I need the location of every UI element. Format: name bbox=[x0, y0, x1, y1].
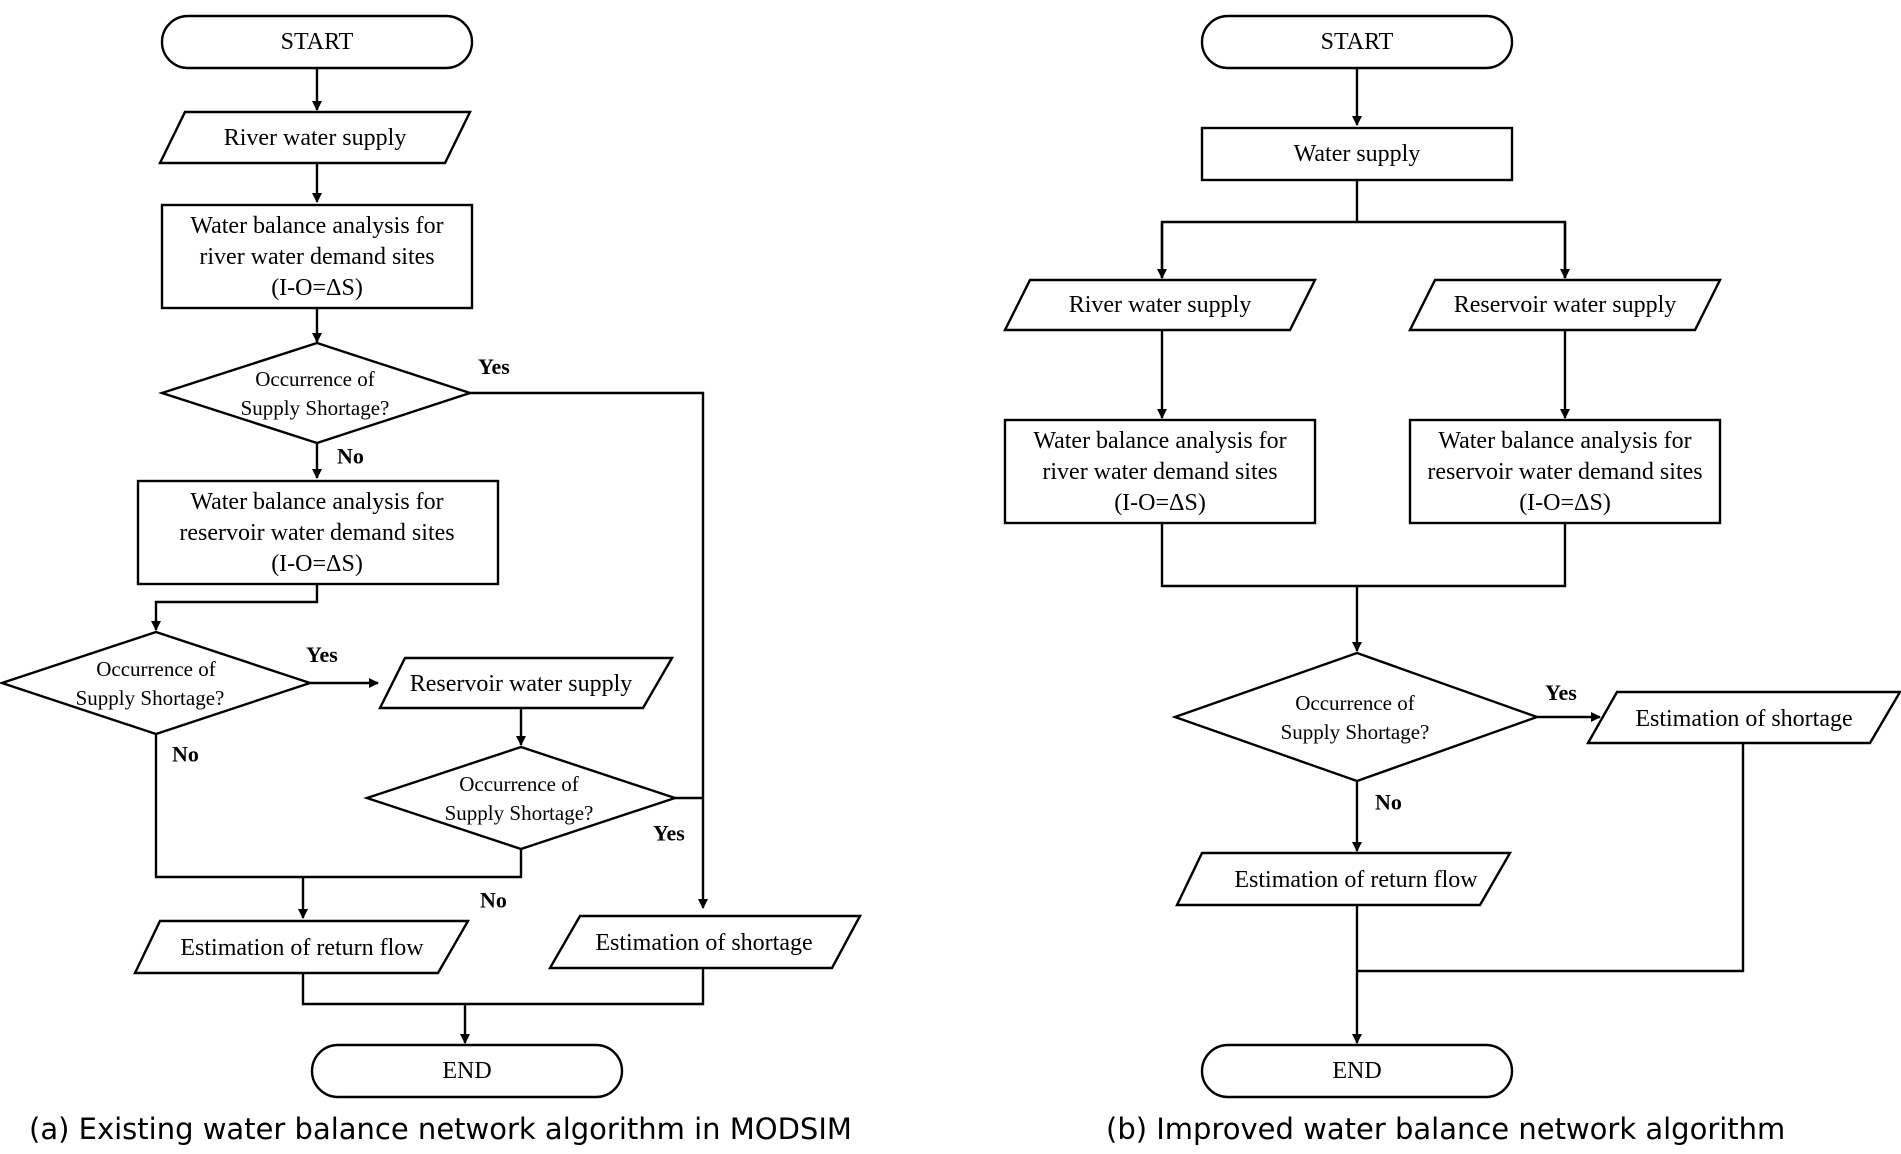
left-res-supply-node: Reservoir water supply bbox=[378, 656, 675, 710]
right-wb-res-line3: (I-O=ΔS) bbox=[1519, 490, 1611, 516]
right-wb-river-line3: (I-O=ΔS) bbox=[1114, 490, 1206, 516]
left-decision-2-no: No bbox=[172, 742, 199, 767]
right-wb-river-line1: Water balance analysis for bbox=[1033, 428, 1286, 454]
left-decision-3-line2: Supply Shortage? bbox=[445, 801, 594, 825]
right-decision-yes: Yes bbox=[1545, 680, 1577, 705]
right-wb-river-line2: river water demand sites bbox=[1042, 459, 1277, 485]
left-decision-3: Occurrence of Supply Shortage? bbox=[363, 745, 679, 851]
left-wb-res-line3: (I-O=ΔS) bbox=[271, 551, 363, 577]
right-decision: Occurrence of Supply Shortage? bbox=[1171, 651, 1541, 783]
left-yes-path-to-shortage bbox=[470, 391, 708, 909]
left-decision-1: Occurrence of Supply Shortage? bbox=[158, 341, 474, 445]
left-res-supply-label: Reservoir water supply bbox=[410, 671, 633, 697]
right-merge-bar bbox=[1160, 523, 1567, 588]
right-wb-res-line2: reservoir water demand sites bbox=[1427, 459, 1702, 485]
right-return-flow-label: Estimation of return flow bbox=[1234, 867, 1478, 893]
right-river-supply-node: River water supply bbox=[1003, 278, 1317, 332]
left-decision-1-no: No bbox=[337, 444, 364, 469]
left-wb-river-line1: Water balance analysis for bbox=[190, 213, 443, 239]
left-end-label: END bbox=[442, 1058, 491, 1084]
right-water-supply-label: Water supply bbox=[1294, 141, 1421, 167]
left-decision-2-yes: Yes bbox=[306, 642, 338, 667]
right-caption: (b) Improved water balance network algor… bbox=[1106, 1112, 1785, 1146]
left-caption: (a) Existing water balance network algor… bbox=[29, 1112, 852, 1146]
left-decision-1-yes: Yes bbox=[478, 354, 510, 379]
left-wb-res-line1: Water balance analysis for bbox=[190, 489, 443, 515]
left-river-supply-node: River water supply bbox=[158, 110, 472, 165]
right-wb-res-line1: Water balance analysis for bbox=[1438, 428, 1691, 454]
right-river-supply-label: River water supply bbox=[1069, 292, 1252, 318]
left-shortage-label: Estimation of shortage bbox=[595, 930, 812, 956]
left-shortage-node: Estimation of shortage bbox=[547, 914, 863, 970]
left-return-flow-node: Estimation of return flow bbox=[133, 919, 471, 975]
left-decision-2-line1: Occurrence of bbox=[96, 657, 216, 681]
right-water-supply-node: Water supply bbox=[1200, 126, 1514, 182]
right-start-node: START bbox=[1200, 14, 1514, 70]
right-split-bar bbox=[1160, 220, 1567, 278]
left-decision-3-yes: Yes bbox=[653, 821, 685, 846]
left-arrow-5 bbox=[151, 584, 319, 631]
left-decision-3-no: No bbox=[480, 888, 507, 913]
right-res-supply-node: Reservoir water supply bbox=[1408, 278, 1722, 332]
right-decision-line2: Supply Shortage? bbox=[1281, 720, 1430, 744]
right-res-supply-label: Reservoir water supply bbox=[1454, 292, 1677, 318]
right-shortage-join bbox=[1357, 743, 1745, 973]
flowchart-improved: START Water supply River water supply Re… bbox=[1003, 14, 1901, 1146]
right-shortage-node: Estimation of shortage bbox=[1585, 690, 1901, 745]
left-start-node: START bbox=[160, 14, 474, 70]
right-decision-no: No bbox=[1375, 790, 1402, 815]
right-end-node: END bbox=[1200, 1043, 1514, 1099]
left-return-flow-label: Estimation of return flow bbox=[180, 935, 424, 961]
left-decision-2: Occurrence of Supply Shortage? bbox=[0, 630, 314, 736]
right-wb-res-node: Water balance analysis for reservoir wat… bbox=[1408, 418, 1722, 525]
left-start-label: START bbox=[281, 29, 354, 55]
right-decision-line1: Occurrence of bbox=[1295, 691, 1415, 715]
left-decision-1-line1: Occurrence of bbox=[255, 367, 375, 391]
right-start-label: START bbox=[1321, 29, 1394, 55]
left-wb-river-line2: river water demand sites bbox=[199, 244, 434, 270]
left-decision-1-line2: Supply Shortage? bbox=[241, 396, 390, 420]
right-end-label: END bbox=[1332, 1058, 1381, 1084]
left-wb-river-node: Water balance analysis for river water d… bbox=[160, 203, 474, 310]
left-river-supply-label: River water supply bbox=[224, 125, 407, 151]
left-decision-3-line1: Occurrence of bbox=[459, 772, 579, 796]
flowchart-existing: START River water supply Water balance a… bbox=[0, 14, 863, 1146]
left-wb-river-line3: (I-O=ΔS) bbox=[271, 275, 363, 301]
left-decision-2-line2: Supply Shortage? bbox=[76, 686, 225, 710]
left-end-join bbox=[301, 968, 705, 1006]
right-shortage-label: Estimation of shortage bbox=[1635, 706, 1852, 732]
left-wb-res-line2: reservoir water demand sites bbox=[179, 520, 454, 546]
right-return-flow-node: Estimation of return flow bbox=[1175, 851, 1513, 907]
left-end-node: END bbox=[310, 1043, 624, 1099]
left-no-paths-join bbox=[154, 734, 523, 879]
right-wb-river-node: Water balance analysis for river water d… bbox=[1003, 418, 1317, 525]
left-wb-res-node: Water balance analysis for reservoir wat… bbox=[136, 479, 500, 586]
